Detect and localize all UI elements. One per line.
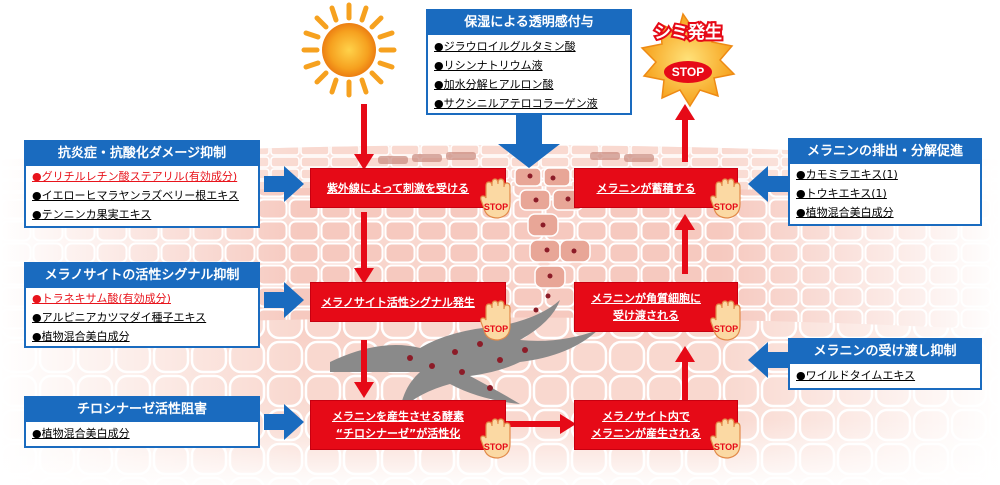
ingredient-item: ●テンニンカ果実エキス — [32, 208, 152, 221]
spot-title: シミ発生 — [654, 22, 722, 43]
stop-hand-icon: STOP — [710, 418, 741, 459]
stop-text: STOP — [714, 442, 738, 452]
melanin-produce-box: メラノサイト内で メラニンが産生される — [574, 400, 738, 450]
sun-icon — [301, 2, 397, 98]
ingredient-item: ●アルピニアカツマダイ種子エキス — [32, 311, 207, 324]
tyrosinase-label: “チロシナーゼ”が活性化 — [335, 427, 461, 440]
melanin-transfer-title: メラニンの受け渡し抑制 — [790, 340, 980, 364]
stop-hand-icon: STOP — [480, 178, 511, 219]
melanin-produce-label: メラニンが産生される — [591, 427, 701, 440]
melanin-produce-label: メラノサイト内で — [602, 410, 690, 423]
signal-label: メラノサイト活性シグナル発生 — [321, 295, 475, 309]
moisturizing-panel-title: 保湿による透明感付与 — [428, 11, 630, 35]
stop-text: STOP — [484, 442, 508, 452]
melanin-transfer-label: 受け渡される — [613, 309, 679, 322]
uv-stimulus-label: 紫外線によって刺激を受ける — [326, 181, 470, 195]
melanin-transfer-panel: メラニンの受け渡し抑制 ●ワイルドタイムエキス — [788, 338, 982, 390]
stop-text: STOP — [714, 324, 738, 334]
ingredient-item: ●植物混合美白成分 — [32, 427, 130, 440]
ingredient-item: ●植物混合美白成分 — [32, 330, 130, 343]
anti-inflammation-panel: 抗炎症・抗酸化ダメージ抑制 ●グリチルレチン酸ステアリル(有効成分) ●イエロー… — [24, 140, 260, 228]
flow-arrows — [354, 104, 695, 434]
anti-inflammation-title: 抗炎症・抗酸化ダメージ抑制 — [26, 142, 258, 166]
spot-burst-badge: STOP シミ発生 — [640, 12, 736, 108]
moisturizing-item: ●サクシニルアテロコラーゲン液 — [434, 97, 598, 110]
tyrosinase-label: メラニンを産生させる酵素 — [332, 410, 464, 423]
stop-hand-icon: STOP — [480, 418, 511, 459]
ingredient-item: ●グリチルレチン酸ステアリル(有効成分) — [32, 170, 238, 183]
melanocyte-signal-title: メラノサイトの活性シグナル抑制 — [26, 264, 258, 288]
ingredient-item: ●ワイルドタイムエキス — [796, 369, 916, 382]
melanin-accumulate-box: メラニンが蓄積する — [574, 168, 738, 208]
melanin-excretion-panel: メラニンの排出・分解促進 ●カモミラエキス(1) ●トウキエキス(1) ●植物混… — [788, 138, 982, 226]
moisturizing-item: ●リシンナトリウム液 — [434, 59, 543, 72]
tyrosinase-panel-title: チロシナーゼ活性阻害 — [26, 398, 258, 422]
stop-text: STOP — [484, 202, 508, 212]
melanin-transfer-box: メラニンが角質細胞に 受け渡される — [574, 282, 738, 332]
tyrosinase-box: メラニンを産生させる酵素 “チロシナーゼ”が活性化 — [310, 400, 506, 450]
ingredient-item: ●カモミラエキス(1) — [796, 168, 898, 181]
ingredient-item: ●イエローヒマラヤンラズベリー根エキス — [32, 189, 239, 202]
ingredient-item: ●トラネキサム酸(有効成分) — [32, 292, 171, 305]
tyrosinase-panel: チロシナーゼ活性阻害 ●植物混合美白成分 — [24, 396, 260, 448]
melanin-excretion-title: メラニンの排出・分解促進 — [790, 140, 980, 164]
stop-hand-icon: STOP — [710, 300, 741, 341]
moisturizing-item: ●加水分解ヒアルロン酸 — [434, 78, 554, 91]
melanin-accumulate-label: メラニンが蓄積する — [596, 181, 696, 195]
signal-box: メラノサイト活性シグナル発生 — [310, 282, 506, 322]
melanin-transfer-label: メラニンが角質細胞に — [591, 292, 701, 305]
uv-stimulus-box: 紫外線によって刺激を受ける — [310, 168, 506, 208]
ingredient-item: ●植物混合美白成分 — [796, 206, 894, 219]
melanocyte-signal-panel: メラノサイトの活性シグナル抑制 ●トラネキサム酸(有効成分) ●アルピニアカツマ… — [24, 262, 260, 348]
blue-arrows — [264, 112, 788, 440]
moisturizing-panel: 保湿による透明感付与 ●ジラウロイルグルタミン酸 ●リシンナトリウム液 ●加水分… — [426, 9, 632, 115]
ingredient-item: ●トウキエキス(1) — [796, 187, 887, 200]
stop-text: STOP — [714, 202, 738, 212]
stop-text: STOP — [484, 324, 508, 334]
stop-hand-icon: STOP — [480, 300, 511, 341]
stop-hand-icon: STOP — [710, 178, 741, 219]
spot-stop-text: STOP — [672, 65, 704, 79]
moisturizing-item: ●ジラウロイルグルタミン酸 — [434, 40, 576, 53]
